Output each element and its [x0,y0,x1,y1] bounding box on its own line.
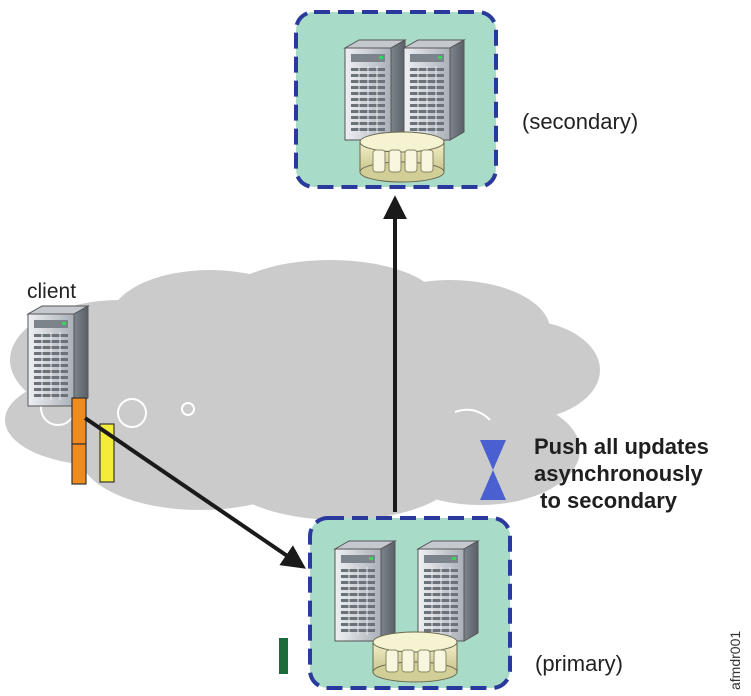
primary-server-1-icon [334,540,396,642]
update-block-yellow [99,423,115,483]
hourglass-icon [480,440,506,500]
network-cloud-icon [5,260,600,520]
client-label: client [27,280,77,303]
secondary-server-2-icon [403,39,465,141]
client-server-icon [27,305,89,407]
update-block-orange-2 [71,443,87,485]
secondary-label: (secondary) [522,109,639,134]
primary-storage-icon [372,631,458,683]
marker-green [279,638,288,674]
figure-id: afmdr001 [727,630,743,690]
client-to-primary-arrow [83,416,306,569]
update-block-orange-1 [71,397,87,445]
push-updates-note: Push all updates asynchronously to secon… [534,434,709,513]
primary-label: (primary) [535,651,623,676]
secondary-server-1-icon [344,39,406,141]
primary-server-2-icon [417,540,479,642]
secondary-storage-icon [359,131,445,183]
